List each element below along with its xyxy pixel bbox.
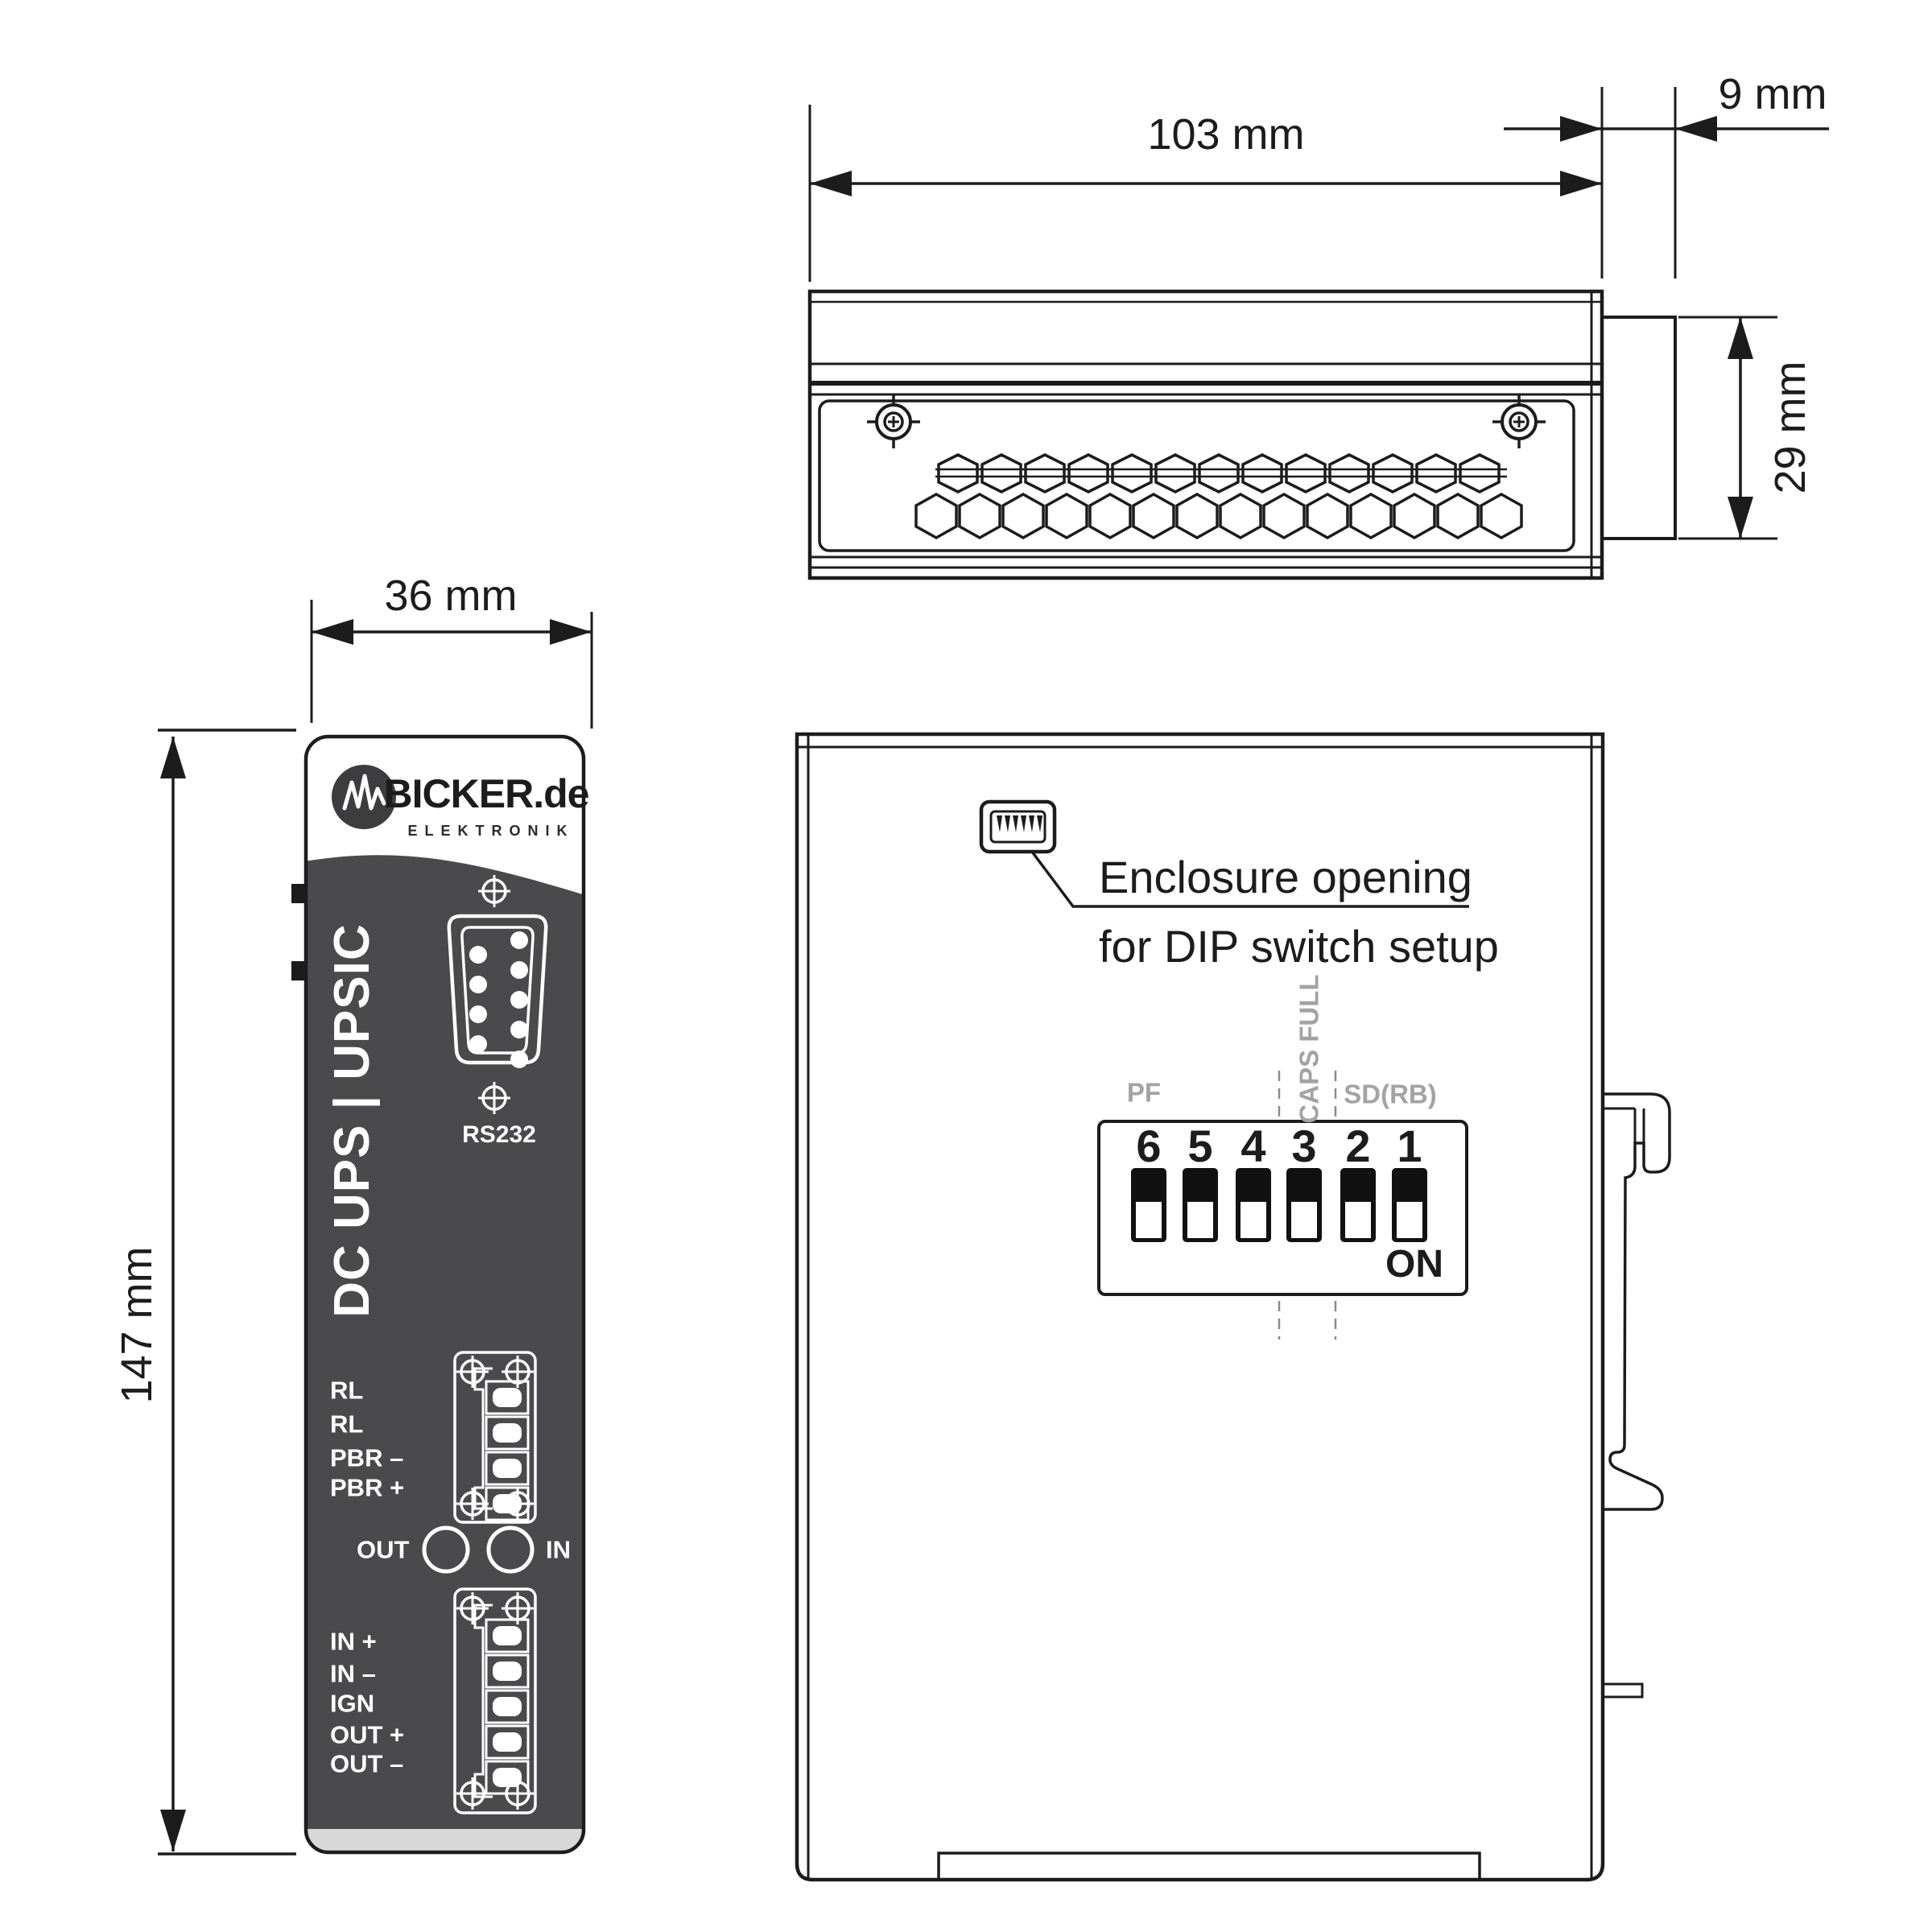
dimension-front-height xyxy=(158,729,296,1856)
relay-terminal-block xyxy=(453,1351,537,1524)
terminal-label-in-minus: IN – xyxy=(330,1659,376,1688)
dimension-label-29mm: 29 mm xyxy=(1766,361,1814,494)
dimension-label-9mm: 9 mm xyxy=(1718,70,1827,118)
vent-hex-row-top xyxy=(935,453,1507,493)
led-in-indicator xyxy=(486,1525,535,1574)
arrow-right-icon xyxy=(550,619,592,645)
callout-leader-line xyxy=(1030,850,1469,908)
arrow-left-icon xyxy=(1675,116,1717,142)
product-model-label: DC UPS | UPSIC xyxy=(324,923,380,1318)
terminal-label-rl1: RL xyxy=(330,1376,364,1405)
relay-terminal-cells xyxy=(485,1380,530,1521)
din-rail-clip xyxy=(1603,1092,1671,1699)
dip-function-label-sd-rb: SD(RB) xyxy=(1344,1079,1437,1109)
dip-access-opening-icon xyxy=(979,799,1057,854)
terminal-label-in-plus: IN + xyxy=(330,1627,377,1656)
side-view-body xyxy=(795,732,1605,1882)
arrow-up-icon xyxy=(1728,317,1753,359)
callout-text-line2: for DIP switch setup xyxy=(1099,921,1499,972)
power-terminal-block xyxy=(453,1587,537,1814)
dip-number-4: 4 xyxy=(1241,1121,1266,1171)
front-view xyxy=(291,734,586,1855)
rs232-db9-connector xyxy=(447,873,548,1116)
terminal-label-out-minus: OUT – xyxy=(330,1749,404,1778)
arrow-right-icon xyxy=(1560,171,1602,196)
dimension-label-36mm: 36 mm xyxy=(384,572,518,620)
brand-subtitle: ELEKTRONIK xyxy=(407,823,575,839)
dip-number-6: 6 xyxy=(1136,1121,1162,1171)
dip-number-2: 2 xyxy=(1345,1121,1371,1171)
terminal-label-ign: IGN xyxy=(330,1689,375,1718)
arrow-left-icon xyxy=(810,171,852,196)
dip-number-1: 1 xyxy=(1397,1121,1422,1171)
dimension-label-147mm: 147 mm xyxy=(113,1246,161,1404)
led-out-label: OUT xyxy=(357,1535,410,1564)
vent-hex-row-bottom xyxy=(914,492,1523,540)
terminal-label-out-plus: OUT + xyxy=(330,1720,405,1749)
terminal-label-pbr-minus: PBR – xyxy=(330,1443,404,1472)
dip-on-label: ON xyxy=(1385,1243,1443,1286)
brand-wordmark: BICKER.de xyxy=(383,771,590,816)
bottom-notch xyxy=(937,1852,1481,1879)
dimension-bracket-height xyxy=(1678,316,1777,540)
side-view xyxy=(795,732,1671,1882)
arrow-down-icon xyxy=(1728,497,1753,539)
front-bottom-strip xyxy=(306,1829,584,1852)
dimension-top-width xyxy=(808,87,1604,282)
terminal-label-rl2: RL xyxy=(330,1410,364,1439)
dimension-front-width xyxy=(310,600,593,729)
power-terminal-cells xyxy=(485,1618,530,1795)
led-in-label: IN xyxy=(546,1535,571,1564)
dimension-label-103mm: 103 mm xyxy=(1147,110,1305,159)
callout-text-line1: Enclosure opening xyxy=(1099,852,1472,902)
dip-number-3: 3 xyxy=(1291,1121,1317,1171)
dip-function-label-caps-full: CAPS FULL xyxy=(1294,974,1324,1124)
db9-pins xyxy=(469,931,528,1068)
led-out-indicator xyxy=(422,1525,470,1574)
din-bracket-top xyxy=(1600,316,1677,540)
terminal-label-pbr-plus: PBR + xyxy=(330,1473,405,1502)
arrow-right-icon xyxy=(1560,116,1602,142)
arrow-down-icon xyxy=(160,1810,186,1852)
dimension-bracket-depth xyxy=(1504,87,1829,279)
front-dark-panel xyxy=(306,855,584,1829)
arrow-left-icon xyxy=(312,619,353,645)
arrow-up-icon xyxy=(160,737,186,778)
dip-function-label-pf: PF xyxy=(1126,1077,1162,1108)
rs232-label: RS232 xyxy=(462,1121,536,1148)
top-view-face-panel xyxy=(818,399,1575,552)
dip-switch-block xyxy=(1097,1120,1468,1296)
dip-number-5: 5 xyxy=(1187,1121,1213,1171)
rail-nub-bottom xyxy=(291,961,306,980)
rail-nub-top xyxy=(291,884,306,903)
dip-switches xyxy=(1131,1168,1427,1242)
brand-logo-icon xyxy=(332,765,396,829)
top-view xyxy=(807,289,1677,580)
